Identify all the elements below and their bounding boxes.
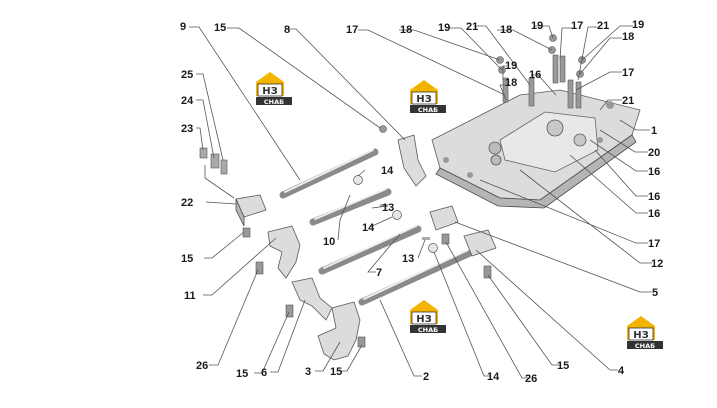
- shift-rod-7: [318, 225, 422, 275]
- callout-11: 11: [184, 290, 196, 302]
- logo-3-bottom-text: СНАБ: [418, 326, 438, 334]
- callout-4: 4: [618, 365, 625, 377]
- callout-20: 20: [648, 147, 660, 159]
- callout-15: 15: [181, 253, 193, 265]
- pin-13-b: [422, 237, 430, 240]
- shift-block-4: [463, 229, 497, 257]
- callout-17: 17: [346, 24, 358, 36]
- watermark-logo-4: НЗ СНАБ: [627, 316, 663, 350]
- callout-21: 21: [466, 21, 478, 33]
- callout-16: 16: [648, 166, 660, 178]
- callout-16: 16: [648, 191, 660, 203]
- callout-labels: 9 15 8 17 18 19 21 18 19 17 21 19 18 19 …: [180, 19, 663, 385]
- callout-21: 21: [597, 20, 609, 32]
- callout-23: 23: [181, 123, 193, 135]
- callout-19: 19: [632, 19, 644, 31]
- callout-9: 9: [180, 21, 186, 33]
- callout-3: 3: [305, 366, 311, 378]
- callout-26: 26: [525, 373, 537, 385]
- callout-18: 18: [500, 24, 512, 36]
- shift-rod-9: [279, 148, 379, 199]
- callout-14: 14: [487, 371, 500, 383]
- callout-14: 14: [381, 165, 394, 177]
- callout-18: 18: [622, 31, 634, 43]
- callout-7: 7: [376, 267, 382, 279]
- ball-14-b: [392, 210, 402, 220]
- callout-12: 12: [651, 258, 663, 270]
- callout-13: 13: [402, 253, 414, 265]
- logo-1-bottom-text: СНАБ: [264, 98, 284, 106]
- callout-21: 21: [622, 95, 634, 107]
- shift-fork-3: [317, 301, 361, 361]
- small-parts-23-25: [199, 147, 228, 175]
- ball-14-c: [428, 243, 438, 253]
- watermark-logo-2: НЗ СНАБ: [410, 80, 446, 114]
- callout-10: 10: [323, 236, 335, 248]
- pin-13-a: [380, 204, 388, 207]
- callout-15: 15: [214, 22, 226, 34]
- callout-2: 2: [423, 371, 429, 383]
- callout-18: 18: [400, 24, 412, 36]
- shift-rod-2: [358, 249, 474, 306]
- watermark-logo-3: НЗ СНАБ: [410, 300, 446, 334]
- callout-24: 24: [181, 95, 194, 107]
- callout-16: 16: [648, 208, 660, 220]
- callout-16: 16: [529, 69, 541, 81]
- logo-3-top-text: НЗ: [416, 314, 431, 325]
- callout-5: 5: [652, 287, 658, 299]
- callout-1: 1: [651, 125, 657, 137]
- leader-lines: [189, 25, 652, 379]
- callout-8: 8: [284, 24, 290, 36]
- callout-15: 15: [557, 360, 569, 372]
- gearbox-cover: [431, 89, 641, 209]
- logo-4-top-text: НЗ: [633, 330, 648, 341]
- callout-19: 19: [438, 22, 450, 34]
- callout-17: 17: [622, 67, 634, 79]
- shift-block-22: [235, 194, 267, 227]
- callout-22: 22: [181, 197, 193, 209]
- shift-fork-8: [379, 125, 427, 187]
- callout-6: 6: [261, 367, 267, 379]
- callout-19: 19: [505, 60, 517, 72]
- shift-fork-11: [267, 225, 301, 279]
- logo-1-top-text: НЗ: [262, 86, 277, 97]
- watermark-logo-1: НЗ СНАБ: [256, 72, 292, 106]
- callout-26: 26: [196, 360, 208, 372]
- callout-13: 13: [382, 202, 394, 214]
- callout-17: 17: [648, 238, 660, 250]
- logo-4-bottom-text: СНАБ: [635, 342, 655, 350]
- callout-19: 19: [531, 20, 543, 32]
- callout-25: 25: [181, 69, 193, 81]
- callout-14: 14: [362, 222, 375, 234]
- bolts: [242, 227, 492, 348]
- shift-fork-6: [291, 277, 333, 321]
- shift-block-5: [429, 205, 459, 231]
- logo-2-top-text: НЗ: [416, 94, 431, 105]
- callout-18: 18: [505, 77, 517, 89]
- logo-2-bottom-text: СНАБ: [418, 106, 438, 114]
- ball-14-a: [353, 175, 363, 185]
- callout-15: 15: [236, 368, 248, 380]
- callout-15: 15: [330, 366, 342, 378]
- shift-rod-10: [309, 188, 392, 226]
- callout-17: 17: [571, 20, 583, 32]
